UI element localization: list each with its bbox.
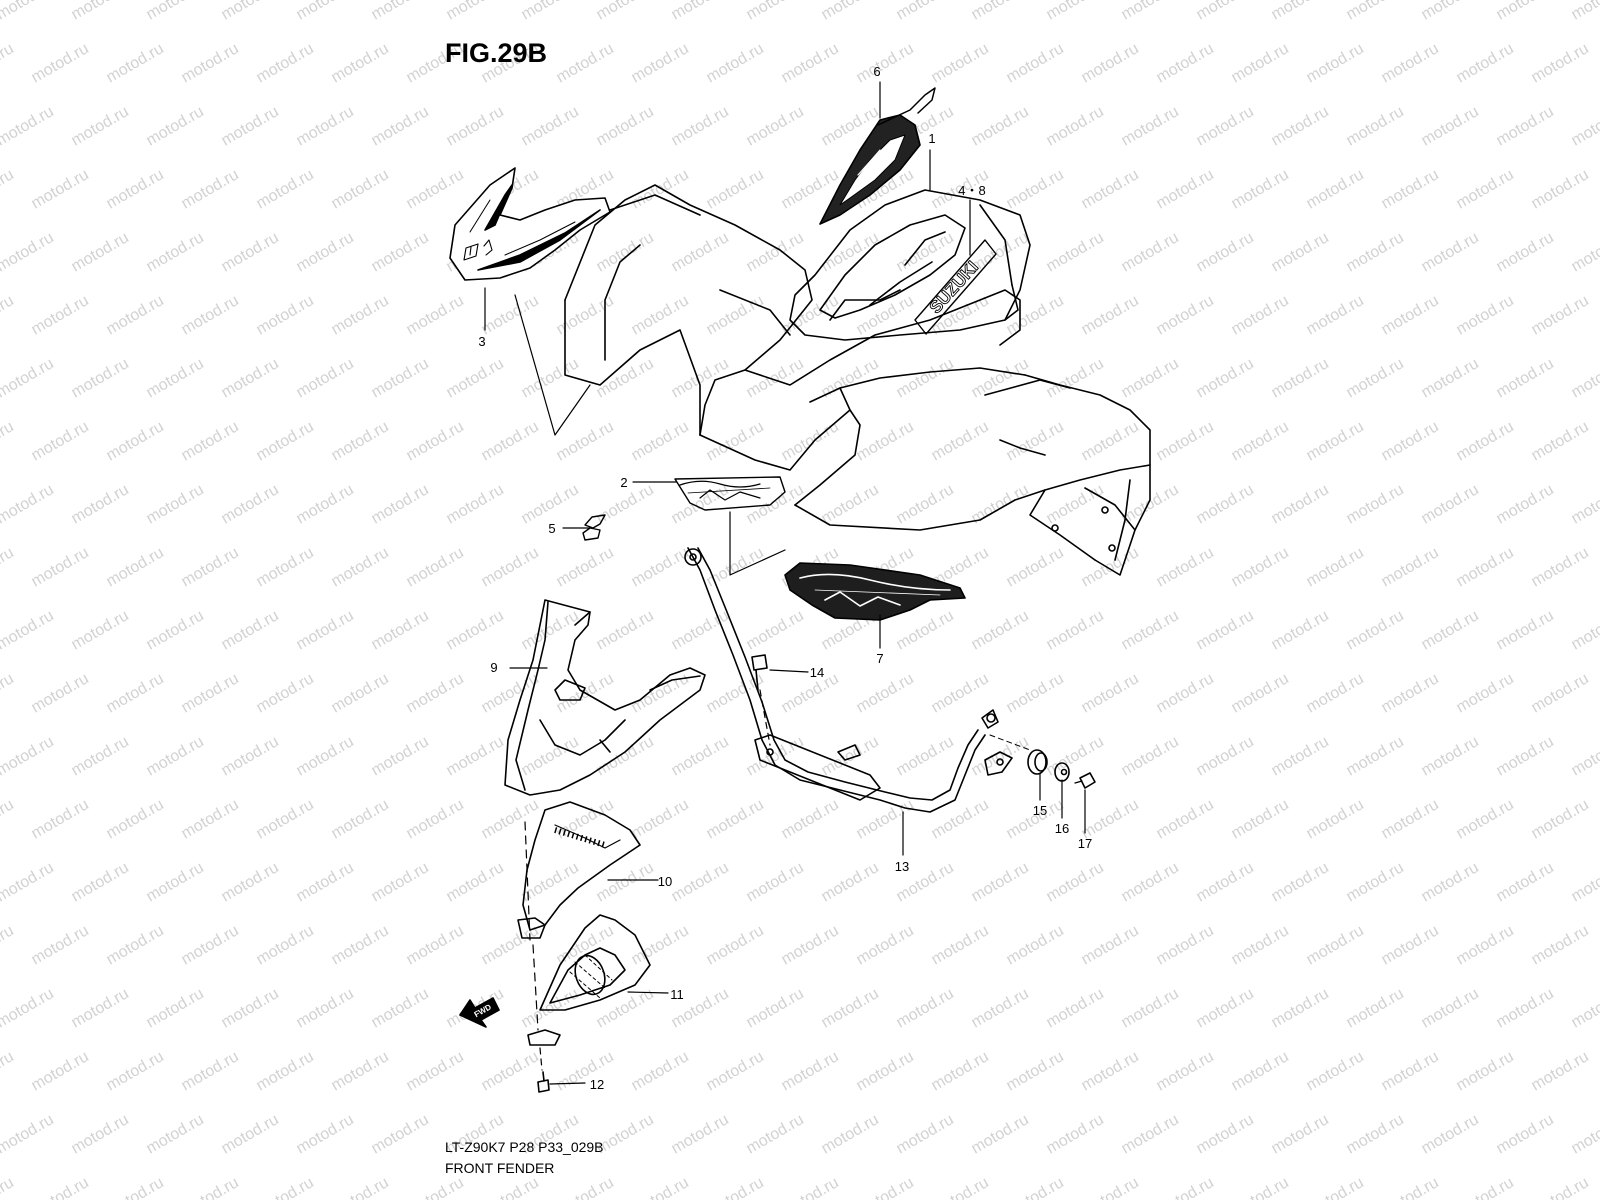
washer-15 xyxy=(989,734,1048,775)
callout-9: 9 xyxy=(490,660,497,675)
diagram-caption: FRONT FENDER xyxy=(445,1160,555,1176)
bumper-cover xyxy=(517,801,641,939)
callout-1: 1 xyxy=(928,131,935,146)
screw-17 xyxy=(1074,772,1096,789)
suzuki-emblem-text: SUZUKI xyxy=(926,257,982,317)
diagram-code: LT-Z90K7 P28 P33_029B xyxy=(445,1139,604,1155)
callout-12: 12 xyxy=(590,1077,604,1092)
callout-17: 17 xyxy=(1078,836,1092,851)
inner-skid-plate xyxy=(527,914,651,1046)
fwd-arrow: FWD xyxy=(459,997,500,1028)
callout-5: 5 xyxy=(548,521,555,536)
top-decal xyxy=(449,167,611,281)
bolt-12 xyxy=(537,1071,550,1093)
front-fender xyxy=(564,184,1151,576)
callout-15: 15 xyxy=(1033,803,1047,818)
quadsport-decal-left xyxy=(674,476,786,511)
callout-48: 4・8 xyxy=(958,183,985,198)
lower-front-cover xyxy=(504,599,706,796)
callout-13: 13 xyxy=(895,859,909,874)
s-emblem xyxy=(582,514,606,541)
callout-10: 10 xyxy=(658,874,672,889)
headlight-pod xyxy=(789,189,1031,341)
callout-14: 14 xyxy=(810,665,824,680)
washer-16 xyxy=(1054,762,1070,782)
bolt-14 xyxy=(751,654,771,746)
assembly-lines xyxy=(514,294,786,1071)
lens-cover xyxy=(819,87,936,225)
figure-title: FIG.29B xyxy=(445,38,548,68)
callout-2: 2 xyxy=(620,475,627,490)
callout-16: 16 xyxy=(1055,821,1069,836)
callout-11: 11 xyxy=(670,987,684,1002)
callout-6: 6 xyxy=(873,64,880,79)
callout-7: 7 xyxy=(876,651,883,666)
quadsport-decal-right xyxy=(784,562,966,621)
fender-brace xyxy=(684,547,1013,813)
callout-3: 3 xyxy=(478,334,485,349)
callout-leaders xyxy=(484,81,1086,1085)
